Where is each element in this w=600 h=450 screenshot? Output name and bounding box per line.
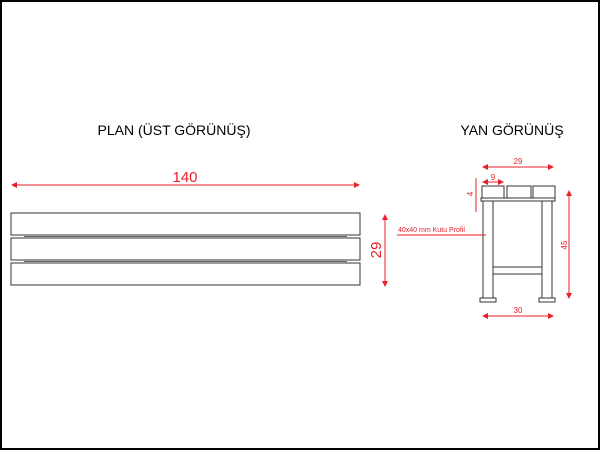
side-leg bbox=[482, 200, 494, 299]
plan-view bbox=[10, 212, 361, 286]
side-foot bbox=[479, 297, 497, 303]
dimension-top-width: 29 bbox=[514, 157, 523, 166]
side-view-title: YAN GÖRÜNÜŞ bbox=[460, 121, 563, 138]
dimension-slat-thickness: 4 bbox=[466, 191, 475, 196]
dimension-length: 140 bbox=[172, 169, 197, 186]
side-crossbar bbox=[492, 266, 543, 275]
side-leg bbox=[541, 200, 553, 299]
side-slat bbox=[532, 185, 556, 199]
profile-label: 40x40 mm Kutu Profil bbox=[398, 227, 465, 234]
dimension-base-width: 30 bbox=[514, 306, 523, 315]
side-view bbox=[479, 185, 556, 303]
side-slat bbox=[506, 185, 532, 199]
dimension-width: 29 bbox=[368, 242, 385, 259]
plan-view-title: PLAN (ÜST GÖRÜNÜŞ) bbox=[98, 121, 251, 138]
plan-slat bbox=[10, 237, 361, 261]
plan-slat bbox=[10, 262, 361, 286]
dimension-slat-width: 9 bbox=[491, 173, 496, 182]
plan-slat bbox=[10, 212, 361, 236]
dimension-height: 45 bbox=[560, 240, 569, 249]
side-slat bbox=[481, 185, 505, 199]
side-frame-top bbox=[480, 197, 556, 202]
side-foot bbox=[538, 297, 556, 303]
